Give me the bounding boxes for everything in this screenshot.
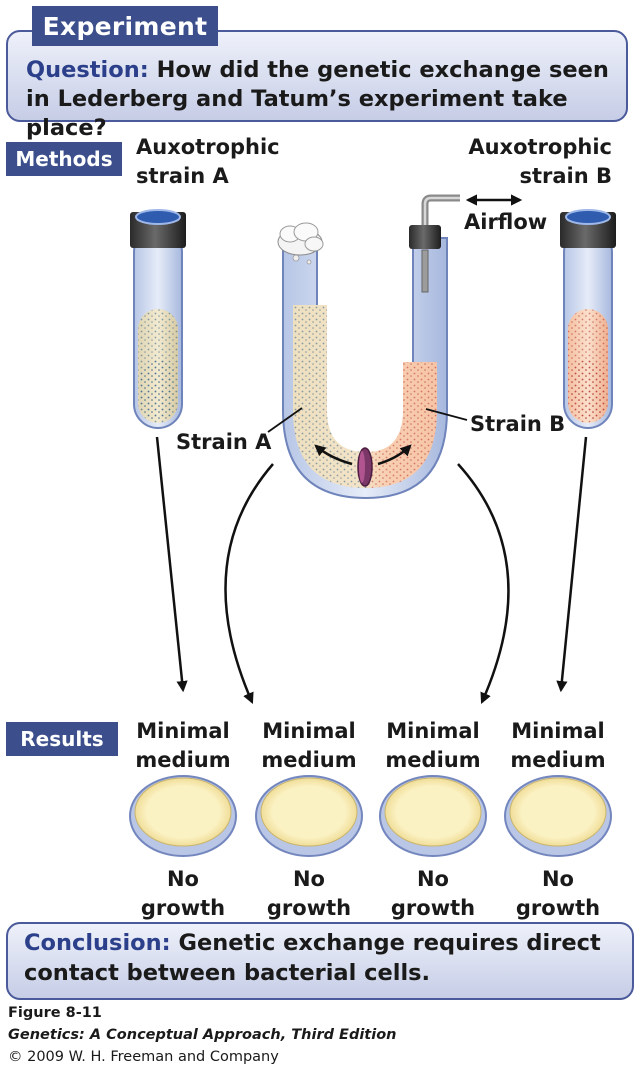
question-body: How did the genetic exchange seen in Led…: [26, 57, 609, 141]
conclusion-body: Genetic exchange requires direct contact…: [24, 930, 601, 986]
arrow-u-right-to-plate-3: [457, 463, 510, 705]
plate-1-result-line2: growth: [140, 896, 226, 920]
cotton-plug: [277, 222, 324, 265]
conclusion-text: Conclusion: Genetic exchange requires di…: [24, 928, 624, 988]
plate-1-result-line1: No: [166, 867, 199, 891]
figure-number: Figure 8-11: [8, 1005, 102, 1021]
arrow-tube-b-to-plate-4: [556, 436, 588, 693]
arrow-u-left-to-plate-2: [224, 463, 274, 705]
tube-a-label-line1: Auxotrophic: [136, 135, 280, 159]
tube-b-label-line2: strain B: [519, 164, 612, 188]
petri-dish-4: [504, 775, 612, 857]
plate-2-medium-line2: medium: [261, 748, 357, 772]
airflow-label: Airflow: [464, 210, 548, 234]
test-tube-b: [560, 209, 616, 429]
question-text: Question: How did the genetic exchange s…: [26, 56, 626, 143]
plate-2-result-line2: growth: [266, 896, 352, 920]
methods-tab: Methods: [6, 142, 122, 176]
strain-a-label: Strain A: [176, 430, 272, 454]
plate-3-result-line1: No: [416, 867, 449, 891]
conclusion-label: Conclusion:: [24, 930, 171, 956]
plate-2-result: No growth: [247, 865, 371, 923]
plate-4-result-line1: No: [541, 867, 574, 891]
plate-1-medium-line1: Minimal: [136, 719, 230, 743]
test-tube-a: [130, 209, 186, 429]
plate-4-medium-line2: medium: [510, 748, 606, 772]
tube-b-label-line1: Auxotrophic: [468, 135, 612, 159]
plate-3-result: No growth: [371, 865, 495, 923]
strain-b-leader: [425, 408, 468, 421]
plate-2-medium-line1: Minimal: [262, 719, 356, 743]
plate-1-medium-line2: medium: [135, 748, 231, 772]
book-title: Genetics: A Conceptual Approach, Third E…: [8, 1027, 397, 1043]
strain-a-leader: [267, 407, 303, 433]
plate-3-medium-label: Minimal medium: [371, 717, 495, 775]
plate-3-medium-line2: medium: [385, 748, 481, 772]
conclusion-box: [6, 922, 634, 1000]
plate-4-result: No growth: [496, 865, 620, 923]
plate-3-result-line2: growth: [390, 896, 476, 920]
plate-1-medium-label: Minimal medium: [121, 717, 245, 775]
plate-4-medium-label: Minimal medium: [496, 717, 620, 775]
plate-4-medium-line1: Minimal: [511, 719, 605, 743]
air-nozzle: [409, 194, 460, 293]
copyright: © 2009 W. H. Freeman and Company: [8, 1049, 279, 1065]
results-tab: Results: [6, 722, 118, 756]
strain-b-label: Strain B: [470, 412, 566, 436]
plate-1-result: No growth: [121, 865, 245, 923]
petri-dish-1: [129, 775, 237, 857]
plate-2-result-line1: No: [292, 867, 325, 891]
petri-dish-2: [255, 775, 363, 857]
experiment-tab: Experiment: [32, 6, 218, 46]
plate-2-medium-label: Minimal medium: [247, 717, 371, 775]
tube-a-label: Auxotrophic strain A: [136, 133, 280, 191]
tube-b-label: Auxotrophic strain B: [440, 133, 612, 191]
question-label: Question:: [26, 57, 149, 83]
plate-3-medium-line1: Minimal: [386, 719, 480, 743]
arrow-tube-a-to-plate-1: [155, 436, 188, 693]
plate-4-result-line2: growth: [515, 896, 601, 920]
petri-dish-3: [379, 775, 487, 857]
tube-a-label-line2: strain A: [136, 164, 229, 188]
